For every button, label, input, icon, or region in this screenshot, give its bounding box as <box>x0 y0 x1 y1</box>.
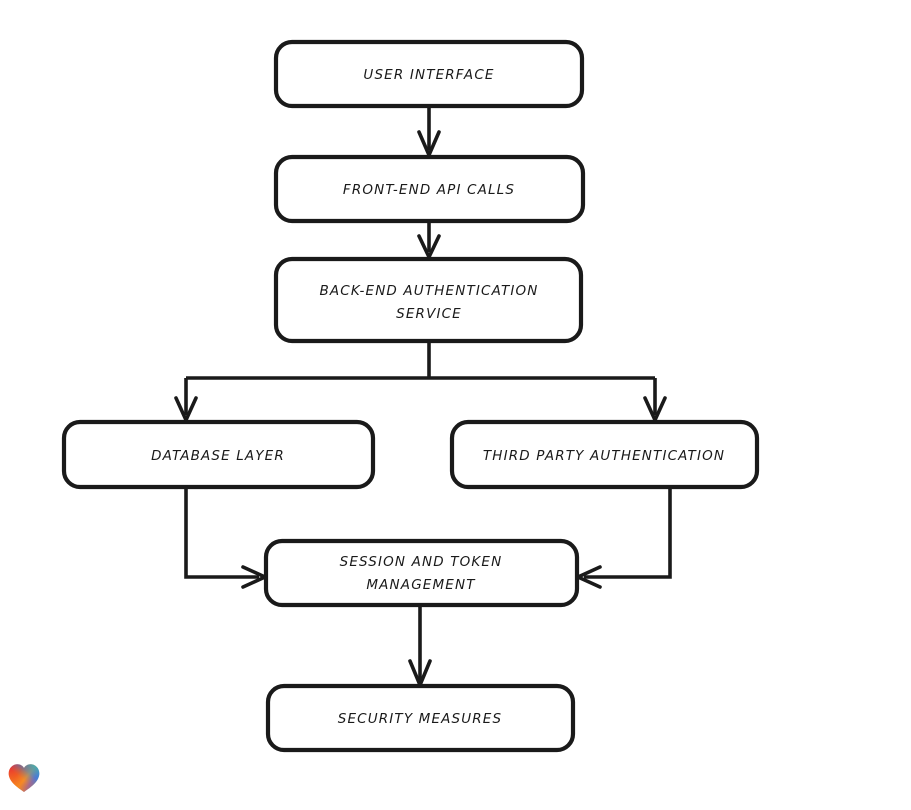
edge-database-to-session <box>184 487 267 589</box>
node-back-end-authentication-service[interactable]: BACK-END AUTHENTICATION SERVICE <box>273 256 584 344</box>
node-box-front-end-api-calls[interactable] <box>273 154 586 224</box>
node-database-layer[interactable]: DATABASE LAYER <box>61 419 376 490</box>
node-box-database-layer[interactable] <box>61 419 376 490</box>
node-label-back-end-authentication-service-line2: SERVICE <box>396 306 462 322</box>
edge-thirdparty-to-session <box>576 487 672 589</box>
node-label-third-party-authentication: THIRD PARTY AUTHENTICATION <box>483 448 725 464</box>
edge-backend-to-database <box>174 378 198 422</box>
node-box-third-party-authentication[interactable] <box>449 419 760 490</box>
edge-api-to-backend <box>417 221 441 259</box>
edge-backend-to-branch <box>186 341 655 380</box>
node-third-party-authentication[interactable]: THIRD PARTY AUTHENTICATION <box>449 419 760 490</box>
node-label-back-end-authentication-service-line1: BACK-END AUTHENTICATION <box>319 283 538 299</box>
heart-icon <box>8 764 40 793</box>
node-security-measures[interactable]: SECURITY MEASURES <box>265 683 576 753</box>
node-box-session-and-token-management[interactable] <box>263 538 580 608</box>
edge-ui-to-api <box>417 106 441 157</box>
node-label-session-and-token-management-line2: MANAGEMENT <box>366 577 476 593</box>
node-user-interface[interactable]: USER INTERFACE <box>273 39 585 109</box>
node-box-back-end-authentication-service[interactable] <box>273 256 584 344</box>
node-box-security-measures[interactable] <box>265 683 576 753</box>
edge-session-to-security <box>408 605 432 687</box>
node-session-and-token-management[interactable]: SESSION AND TOKEN MANAGEMENT <box>263 538 580 608</box>
node-label-session-and-token-management-line1: SESSION AND TOKEN <box>340 554 503 570</box>
node-label-database-layer: DATABASE LAYER <box>151 448 285 464</box>
node-label-user-interface: USER INTERFACE <box>363 67 494 83</box>
node-label-front-end-api-calls: FRONT-END API CALLS <box>343 182 515 198</box>
edge-backend-to-thirdparty <box>643 378 667 422</box>
node-label-security-measures: SECURITY MEASURES <box>338 711 502 727</box>
node-box-user-interface[interactable] <box>273 39 585 109</box>
node-front-end-api-calls[interactable]: FRONT-END API CALLS <box>273 154 586 224</box>
